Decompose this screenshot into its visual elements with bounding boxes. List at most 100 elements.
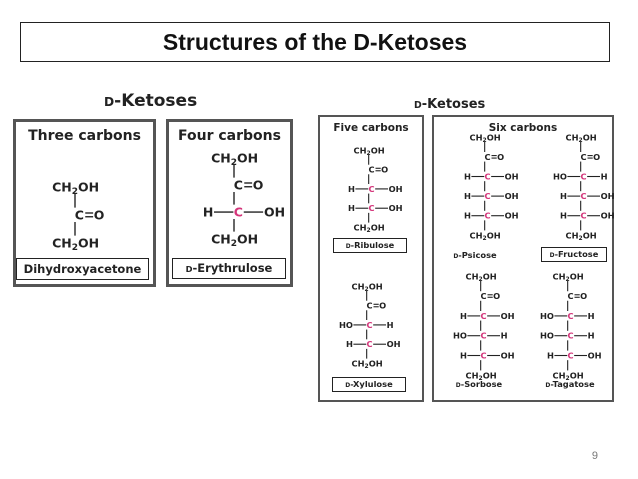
- name-text: -Psicose: [458, 250, 497, 260]
- right-substituent: OH: [505, 210, 519, 220]
- name-sorbose: D-Sorbose: [441, 378, 517, 392]
- name-erythrulose: D-Erythrulose: [172, 258, 286, 279]
- right-substituent: OH: [389, 203, 403, 213]
- chiral-carbon: C: [367, 320, 373, 330]
- carbonyl-oxygen: O: [94, 207, 105, 222]
- carbonyl-carbon: C: [234, 177, 243, 192]
- ch2oh-group: CH2OH: [465, 271, 496, 282]
- name-text: -Tagatose: [550, 379, 595, 389]
- chiral-carbon: C: [568, 330, 574, 340]
- panel-title-three: Three carbons: [28, 128, 141, 144]
- left-substituent: H: [203, 204, 213, 219]
- left-substituent: H: [464, 171, 471, 181]
- ch2oh-group: CH2OH: [351, 358, 382, 369]
- name-xylulose: D-Xylulose: [332, 377, 406, 392]
- name-prefix: D: [185, 264, 193, 274]
- left-substituent: HO: [453, 330, 467, 340]
- right-substituent: OH: [588, 350, 602, 360]
- carbonyl-oxygen: O: [381, 164, 388, 174]
- ch2oh-group: CH2OH: [469, 132, 500, 143]
- name-text: -Fructose: [554, 249, 599, 259]
- carbonyl-carbon: C: [367, 300, 373, 310]
- right-substituent: H: [387, 320, 394, 330]
- ch2oh-group: CH2OH: [351, 281, 382, 292]
- carbonyl-oxygen: O: [580, 291, 587, 301]
- right-substituent: OH: [387, 339, 401, 349]
- left-substituent: H: [348, 203, 355, 213]
- left-substituent: H: [464, 191, 471, 201]
- left-substituent: H: [560, 191, 567, 201]
- carbonyl-oxygen: O: [253, 177, 264, 192]
- left-header-prefix: D: [104, 95, 115, 109]
- ch2oh-group: CH2OH: [353, 145, 384, 156]
- carbonyl-oxygen: O: [379, 300, 386, 310]
- name-tagatose: D-Tagatose: [532, 378, 608, 392]
- ch2oh-group: CH2OH: [469, 230, 500, 241]
- right-substituent: OH: [501, 350, 515, 360]
- left-header-text: -Ketoses: [114, 91, 198, 111]
- ch2oh-group: CH2OH: [211, 150, 258, 167]
- chiral-carbon: C: [367, 339, 373, 349]
- name-fructose: D-Fructose: [541, 247, 607, 262]
- right-substituent: OH: [601, 210, 615, 220]
- carbonyl-carbon: C: [568, 291, 574, 301]
- panel-title-six: Six carbons: [488, 122, 558, 134]
- carbonyl-oxygen: O: [493, 291, 500, 301]
- name-prefix: D: [345, 243, 351, 250]
- right-substituent: H: [501, 330, 508, 340]
- ch2oh-group: CH2OH: [211, 231, 258, 248]
- name-ribulose: D-Ribulose: [333, 238, 407, 253]
- left-substituent: H: [348, 184, 355, 194]
- chiral-carbon: C: [481, 311, 487, 321]
- ch2oh-group: CH2OH: [565, 132, 596, 143]
- name-prefix: D: [453, 253, 459, 260]
- right-substituent: OH: [264, 204, 285, 219]
- chiral-carbon: C: [581, 210, 587, 220]
- chiral-carbon: C: [369, 203, 375, 213]
- name-dihydroxyacetone: Dihydroxyacetone: [16, 258, 149, 280]
- name-text: -Xylulose: [350, 379, 393, 389]
- right-header: D-Ketoses: [414, 97, 485, 112]
- ch2oh-group: CH2OH: [353, 222, 384, 233]
- chiral-carbon: C: [234, 204, 243, 219]
- left-substituent: H: [346, 339, 353, 349]
- ch2oh-group: CH2OH: [552, 271, 583, 282]
- name-prefix: D: [455, 382, 461, 389]
- name-text: -Ribulose: [350, 240, 395, 250]
- ch2oh-group: CH2OH: [565, 230, 596, 241]
- slide-title: Structures of the D-Ketoses: [162, 28, 468, 55]
- panel-title-four: Four carbons: [178, 128, 281, 144]
- carbonyl-carbon: C: [581, 152, 587, 162]
- chiral-carbon: C: [568, 350, 574, 360]
- chiral-carbon: C: [485, 171, 491, 181]
- left-substituent: H: [464, 210, 471, 220]
- right-header-prefix: D: [414, 100, 422, 111]
- name-prefix: D: [345, 382, 351, 389]
- left-header: D-Ketoses: [104, 91, 197, 111]
- right-substituent: H: [601, 171, 608, 181]
- chiral-carbon: C: [581, 191, 587, 201]
- slide-title-box: Structures of the D-Ketoses: [20, 22, 610, 62]
- chiral-carbon: C: [485, 191, 491, 201]
- left-substituent: HO: [553, 171, 567, 181]
- ch2oh-group: CH2OH: [52, 235, 99, 252]
- right-substituent: OH: [505, 191, 519, 201]
- left-substituent: H: [547, 350, 554, 360]
- left-substituent: HO: [540, 330, 554, 340]
- right-header-text: -Ketoses: [421, 97, 486, 112]
- carbonyl-oxygen: O: [593, 152, 600, 162]
- carbonyl-carbon: C: [369, 164, 375, 174]
- right-substituent: OH: [601, 191, 615, 201]
- name-text: -Sorbose: [460, 379, 503, 389]
- carbonyl-oxygen: O: [497, 152, 504, 162]
- carbonyl-carbon: C: [481, 291, 487, 301]
- right-substituent: H: [588, 330, 595, 340]
- left-substituent: H: [560, 210, 567, 220]
- left-substituent: H: [460, 350, 467, 360]
